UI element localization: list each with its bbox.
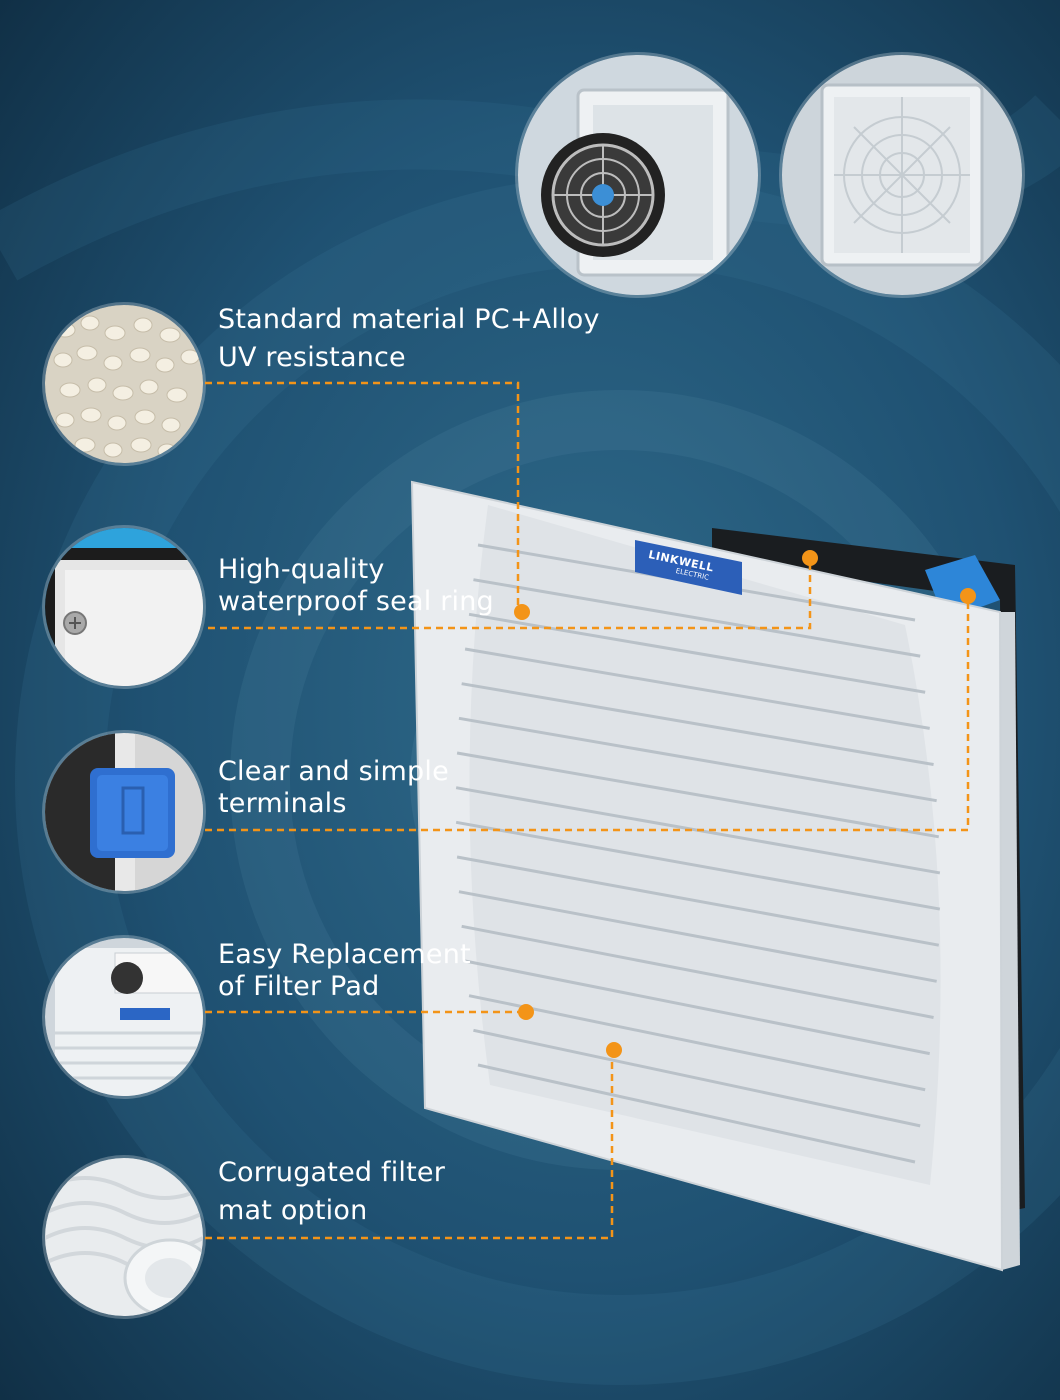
feature-label-filter-pad: Easy Replacement of Filter Pad [218, 939, 471, 1003]
feature-label-line: of Filter Pad [218, 971, 380, 1002]
feature-label-line: terminals [218, 788, 347, 819]
fan-unit-photo [518, 55, 758, 295]
feature-label-filter-mat: Corrugated filter mat option [218, 1157, 445, 1227]
feature-label-line: UV resistance [218, 342, 406, 373]
filter-mat-photo [45, 1158, 203, 1316]
feature-label-seal: High-quality waterproof seal ring [218, 554, 494, 618]
feature-label-line: waterproof seal ring [218, 586, 494, 617]
louvre-slat [464, 959, 930, 1056]
feature-label-line: High-quality [218, 554, 385, 585]
pc-pellets-photo [45, 305, 203, 463]
feature-label-line: Clear and simple [218, 756, 449, 787]
filter-pad-photo [45, 938, 203, 1096]
louvre-slat [461, 924, 934, 1019]
louvre-slat [473, 1028, 921, 1128]
louvre-slat [456, 855, 940, 947]
louvre-slat [468, 994, 926, 1092]
feature-label-line: Easy Replacement [218, 939, 471, 970]
feature-label-terminal: Clear and simple terminals [218, 756, 449, 820]
feature-label-material: Standard material PC+Alloy UV resistance [218, 304, 600, 374]
louvre-slat [455, 820, 941, 911]
feature-label-line: Standard material PC+Alloy [218, 304, 600, 335]
filter-unit-photo [782, 55, 1022, 295]
feature-label-line: mat option [218, 1195, 368, 1226]
feature-label-line: Corrugated filter [218, 1157, 446, 1188]
louvre-slat [458, 890, 937, 983]
